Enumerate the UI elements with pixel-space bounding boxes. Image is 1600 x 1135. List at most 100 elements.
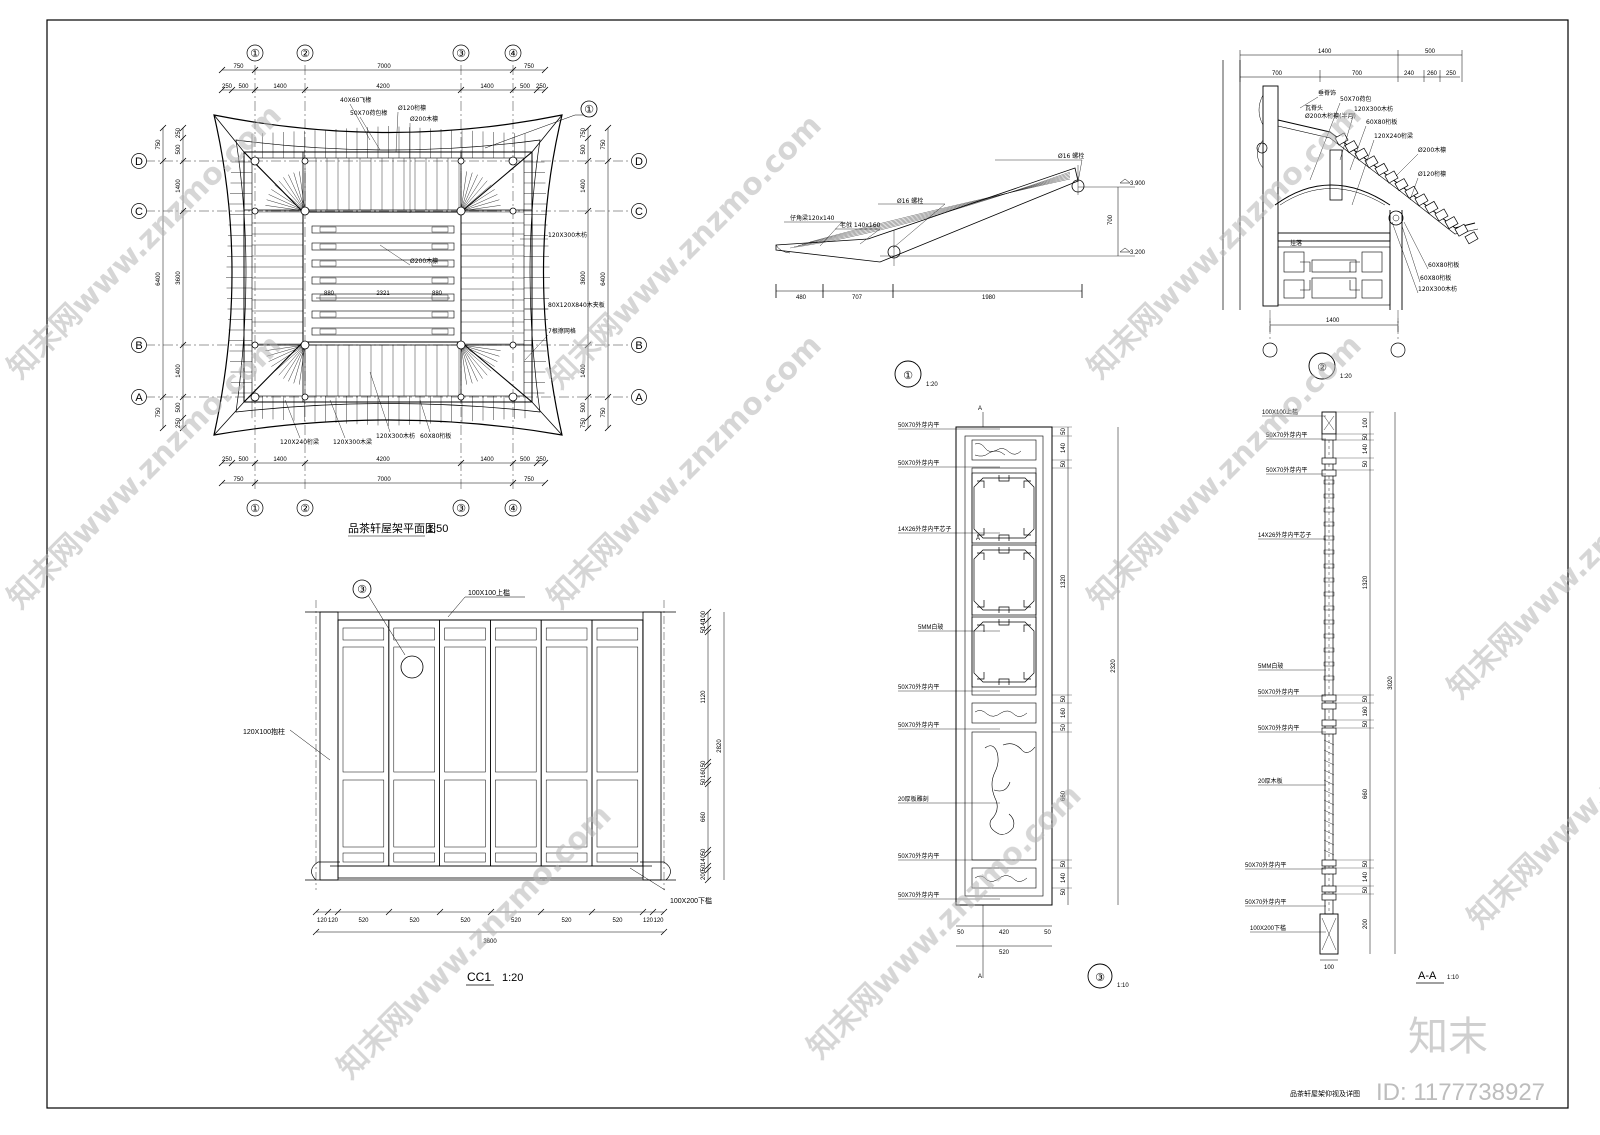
plan-left-outer-dim: 6400 (156, 272, 162, 286)
d1-label: ① (903, 370, 913, 382)
d3-section-bottom: A (978, 974, 982, 980)
plan-left-inner-dim: 1400 (176, 364, 182, 378)
d2-note: 60X80桁板 (1428, 261, 1459, 269)
fan-rafter (266, 199, 306, 212)
muntin (1323, 493, 1335, 499)
section-rail (1321, 727, 1337, 735)
plan-right-inner-dim: 500 (581, 402, 587, 413)
octagon-pane (973, 477, 1035, 539)
aa-note: 100X200下槛 (1250, 924, 1286, 932)
d2-note: 120X240桁梁 (1374, 132, 1413, 140)
plan-top-inner-dim: 250 (536, 84, 547, 90)
grid-bubble-col (296, 44, 314, 62)
d2-leader (1391, 221, 1419, 294)
dim-tick (584, 341, 592, 349)
roof-tile (1434, 208, 1449, 222)
grid-bubble-col-label: ③ (456, 503, 466, 515)
roof-tile (1464, 231, 1479, 245)
plan-right-inner-dim: 3600 (581, 271, 587, 285)
cc1-right-dim: 140 (701, 618, 707, 629)
roof-tile (1354, 147, 1369, 161)
fan-rafter (460, 344, 483, 379)
muntin (1323, 479, 1335, 485)
plan-leader (395, 111, 399, 153)
plan-top-outer-dim: 750 (524, 64, 535, 70)
dim-tick (509, 66, 517, 74)
grid-bubble-row-label: A (635, 392, 643, 404)
lattice-fret (977, 547, 1031, 613)
d2-note: 挂落 (1290, 239, 1302, 247)
section-rail (1321, 893, 1337, 901)
dim-tick (584, 414, 592, 422)
d3-right-dim: 660 (1061, 790, 1067, 801)
d2-note: 120X300木枋 (1354, 105, 1393, 113)
d3-section-mid: A (976, 536, 980, 542)
cc1-right-dim: 140 (701, 854, 707, 865)
grid-bubble-col-label: ④ (508, 48, 518, 60)
fan-rafter (283, 177, 306, 212)
d3-note: 50X70外芽内平 (898, 683, 939, 691)
lattice-cell (1311, 259, 1357, 273)
dim-tick (324, 908, 332, 916)
detail-2-label: ② 1:20 (1308, 352, 1352, 380)
muntin (1323, 563, 1335, 569)
dim-tick (179, 134, 187, 142)
aa-note: 20厚木板 (1258, 777, 1283, 785)
roof-tile (1444, 216, 1459, 230)
d3-note: 5MM白玻 (918, 623, 943, 631)
dim-tick (159, 157, 167, 165)
dim-tick (604, 157, 612, 165)
dim-tick (660, 928, 668, 936)
plan-leader (524, 334, 549, 361)
muntin (1323, 549, 1335, 555)
d3-right-dim: 50 (1061, 860, 1067, 867)
plan-leader (349, 103, 371, 141)
dim-tick (301, 459, 309, 467)
fan-rafter (460, 184, 492, 212)
dim-tick (604, 393, 612, 401)
fan-rafter (460, 344, 473, 384)
aa-right-dim: 50 (1363, 433, 1369, 440)
d2-scale: 1:20 (1340, 374, 1352, 380)
door-top-panel (495, 627, 537, 641)
aa-right-dim: 100 (1363, 417, 1369, 428)
purlin-block (431, 277, 449, 284)
plan-bottom-outer-dim: 750 (524, 477, 535, 483)
aa-right-dim: 660 (1363, 788, 1369, 799)
lattice-fret (977, 475, 1031, 541)
aa-note: 50X70外芽内平 (1245, 861, 1286, 869)
dim-tick (179, 124, 187, 132)
aa-note: 100X100上槛 (1262, 408, 1298, 416)
fan-rafter (271, 344, 306, 367)
door-lattice-panel (596, 646, 639, 773)
plan-bottom-inner-dim: 1400 (480, 457, 494, 463)
roof-tile (1364, 155, 1379, 169)
grid-bubble-col-label: ③ (456, 48, 466, 60)
d2-dim-3: 240 (1404, 71, 1415, 77)
board-hatch (1323, 779, 1335, 786)
section-rails (1321, 433, 1337, 901)
sheet-title: 品茶轩屋架仰视及详图 (1290, 1089, 1360, 1098)
detail-2-notes: 垂脊饰瓦脊头50X70荷包Ø200木桁檩(半月)120X300木枋60X80桁板… (1290, 89, 1459, 294)
dim-tick (312, 928, 320, 936)
section-rail (1321, 885, 1337, 893)
dim-tick (541, 86, 549, 94)
purlin (311, 259, 455, 268)
section-aa (1319, 411, 1396, 961)
d3-bottom-total: 520 (999, 950, 1010, 956)
door-leaf (388, 619, 440, 867)
plan-leader (379, 244, 411, 266)
purlin (311, 327, 455, 336)
plan-top-inner-dim: 4200 (376, 84, 390, 90)
detail-2-eave-section (1222, 50, 1479, 358)
dim-tick (487, 908, 495, 916)
cc1-right-dim: 200 (701, 869, 707, 880)
plan-note: 50X70荷包椽 (350, 109, 387, 117)
plan-note: 7根擦网格 (548, 327, 576, 335)
grid-bubble-row (131, 337, 147, 353)
purlin (311, 310, 455, 319)
cc1-right-total: 2820 (717, 739, 723, 753)
board-hatch (1323, 759, 1335, 766)
plan-top-inner-dim: 1400 (480, 84, 494, 90)
purlin-block (431, 260, 449, 267)
